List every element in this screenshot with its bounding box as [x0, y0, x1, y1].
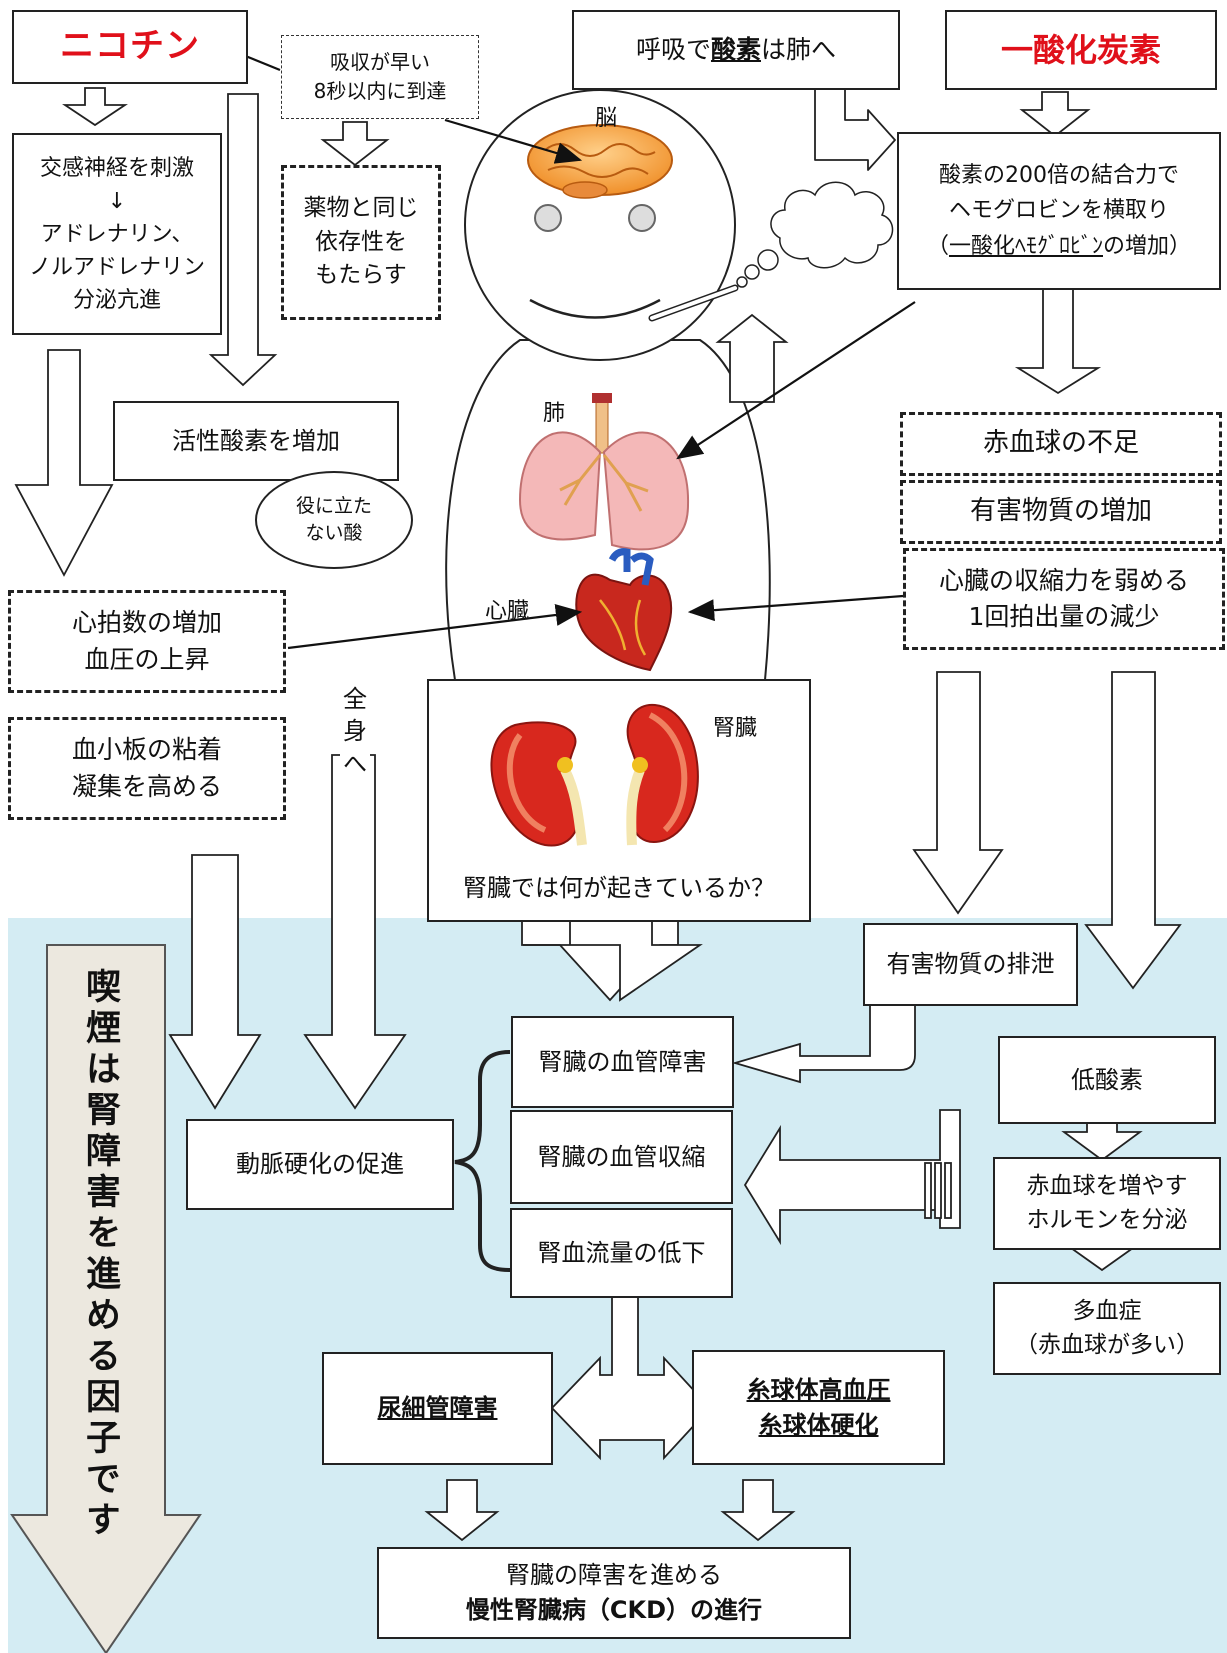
arteriosclerosis-box: 動脈硬化の促進: [186, 1119, 454, 1210]
brain-label: 脳: [595, 106, 618, 131]
drug-line1: 薬物と同じ: [303, 195, 419, 222]
co-title: 一酸化炭素: [1000, 30, 1161, 69]
right-eye: [628, 204, 656, 232]
absorption-line2: 8秒以内に到達: [313, 79, 447, 103]
ckd-line2: 慢性腎臓病（CKD）の進行: [465, 1596, 763, 1624]
rbc-short-text: 赤血球の不足: [982, 428, 1139, 459]
heart-rate-line2: 血圧の上昇: [84, 644, 210, 674]
sympathetic-line4: 分泌亢進: [72, 287, 161, 313]
drug-box: 薬物と同じ 依存性を もたらす: [281, 165, 441, 320]
big-smoking-arrow: [10, 944, 202, 1653]
polycythemia-box: 多血症 （赤血球が多い）: [993, 1282, 1221, 1375]
kidney-label: 腎臓: [713, 716, 758, 741]
lung-label: 肺: [543, 401, 566, 426]
heart-weak-line1: 心臓の収縮力を弱める: [938, 565, 1189, 595]
bind-line2: ヘモグロビンを横取り: [948, 198, 1169, 224]
glomerular-box: 糸球体高血圧 糸球体硬化: [692, 1350, 945, 1465]
whole-body-label: 全 身 へ: [340, 683, 370, 781]
vascular-constrict-box: 腎臓の血管収縮: [510, 1110, 733, 1204]
absorption-box: 吸収が早い 8秒以内に到達: [281, 35, 479, 119]
bind-line1: 酸素の200倍の結合力で: [939, 163, 1179, 189]
kidney-question: 腎臓では何が起きているか？: [463, 874, 775, 903]
glomerular-line1: 糸球体高血圧: [746, 1375, 891, 1404]
rbc-short-box: 赤血球の不足: [900, 412, 1222, 476]
breath-post: は肺へ: [761, 34, 837, 64]
co-box: 一酸化炭素: [945, 10, 1217, 90]
blood-flow-text: 腎血流量の低下: [537, 1238, 706, 1267]
breath-oxygen: 酸素: [710, 34, 761, 64]
nicotine-box: ニコチン: [12, 10, 248, 84]
absorption-line1: 吸収が早い: [330, 50, 430, 74]
vascular-damage-text: 腎臓の血管障害: [538, 1047, 707, 1076]
sympathetic-box: 交感神経を刺激 ↓ アドレナリン、 ノルアドレナリン 分泌亢進: [12, 133, 222, 335]
excretion-text: 有害物質の排泄: [886, 950, 1055, 979]
ckd-line1: 腎臓の障害を進める: [506, 1561, 722, 1590]
glomerular-line2: 糸球体硬化: [758, 1410, 879, 1439]
useless-acid-bubble: 役に立た ない酸: [255, 471, 413, 569]
polycythemia-line1: 多血症: [1072, 1298, 1142, 1325]
tubular-text: 尿細管障害: [377, 1394, 498, 1423]
useless-acid-line1: 役に立た: [295, 495, 372, 518]
epo-line2: ホルモンを分泌: [1026, 1206, 1188, 1233]
bind-box: 酸素の200倍の結合力で ヘモグロビンを横取り （一酸化ﾍﾓｸﾞﾛﾋﾞﾝの増加）: [897, 132, 1221, 290]
curly-brace: [454, 1050, 511, 1272]
ckd-box: 腎臓の障害を進める 慢性腎臓病（CKD）の進行: [377, 1547, 851, 1639]
heart-label: 心臓: [485, 599, 530, 624]
heart-weak-box: 心臓の収縮力を弱める 1回拍出量の減少: [903, 548, 1225, 650]
excretion-box: 有害物質の排泄: [863, 923, 1078, 1006]
left-eye: [534, 204, 562, 232]
breath-pre: 呼吸で: [635, 34, 711, 64]
nicotine-title: ニコチン: [60, 26, 200, 67]
tubular-box: 尿細管障害: [322, 1352, 553, 1465]
vascular-constrict-text: 腎臓の血管収縮: [537, 1142, 706, 1171]
blood-flow-box: 腎血流量の低下: [510, 1208, 733, 1298]
drug-line2: 依存性を: [315, 228, 407, 255]
heart-rate-line1: 心拍数の増加: [71, 608, 222, 638]
heart-rate-box: 心拍数の増加 血圧の上昇: [8, 590, 286, 693]
smoke-cloud: [736, 181, 894, 288]
platelet-line1: 血小板の粘着: [71, 735, 222, 765]
platelet-line2: 凝集を高める: [71, 771, 222, 801]
mouth: [529, 298, 661, 319]
heart-weak-line2: 1回拍出量の減少: [968, 602, 1160, 631]
sympathetic-line1: 交感神経を刺激: [39, 155, 194, 181]
hollow-arrows: [14, 77, 1182, 1542]
platelet-box: 血小板の粘着 凝集を高める: [8, 717, 286, 820]
bind-line3: （一酸化ﾍﾓｸﾞﾛﾋﾞﾝの増加）: [926, 233, 1192, 259]
hypoxia-box: 低酸素: [998, 1036, 1216, 1124]
pointer-arrows: [242, 53, 916, 650]
heart-icon: [575, 548, 673, 672]
polycythemia-line2: （赤血球が多い）: [1015, 1331, 1199, 1358]
active-oxygen-text: 活性酸素を増加: [172, 426, 340, 455]
sympathetic-line3: ノルアドレナリン: [28, 254, 205, 280]
epo-line1: 赤血球を増やす: [1026, 1173, 1188, 1200]
hypoxia-text: 低酸素: [1071, 1065, 1143, 1094]
active-oxygen-box: 活性酸素を増加: [113, 401, 399, 481]
harmful-up-box: 有害物質の増加: [900, 480, 1222, 544]
harmful-up-text: 有害物質の増加: [969, 496, 1152, 527]
useless-acid-line2: ない酸: [305, 522, 363, 544]
vascular-damage-box: 腎臓の血管障害: [511, 1016, 734, 1108]
sympathetic-arrow: ↓: [107, 188, 127, 214]
drug-line3: もたらす: [315, 262, 407, 289]
arteriosclerosis-text: 動脈硬化の促進: [236, 1150, 404, 1179]
breath-box: 呼吸で 酸素 は肺へ: [572, 10, 900, 90]
epo-box: 赤血球を増やす ホルモンを分泌: [993, 1157, 1221, 1250]
sympathetic-line2: アドレナリン、: [40, 221, 194, 247]
cigarette-icon: [648, 284, 739, 322]
smoking-factor-text: 喫煙は腎障害を進める因子です: [80, 968, 120, 1542]
lungs-icon: [518, 393, 690, 551]
